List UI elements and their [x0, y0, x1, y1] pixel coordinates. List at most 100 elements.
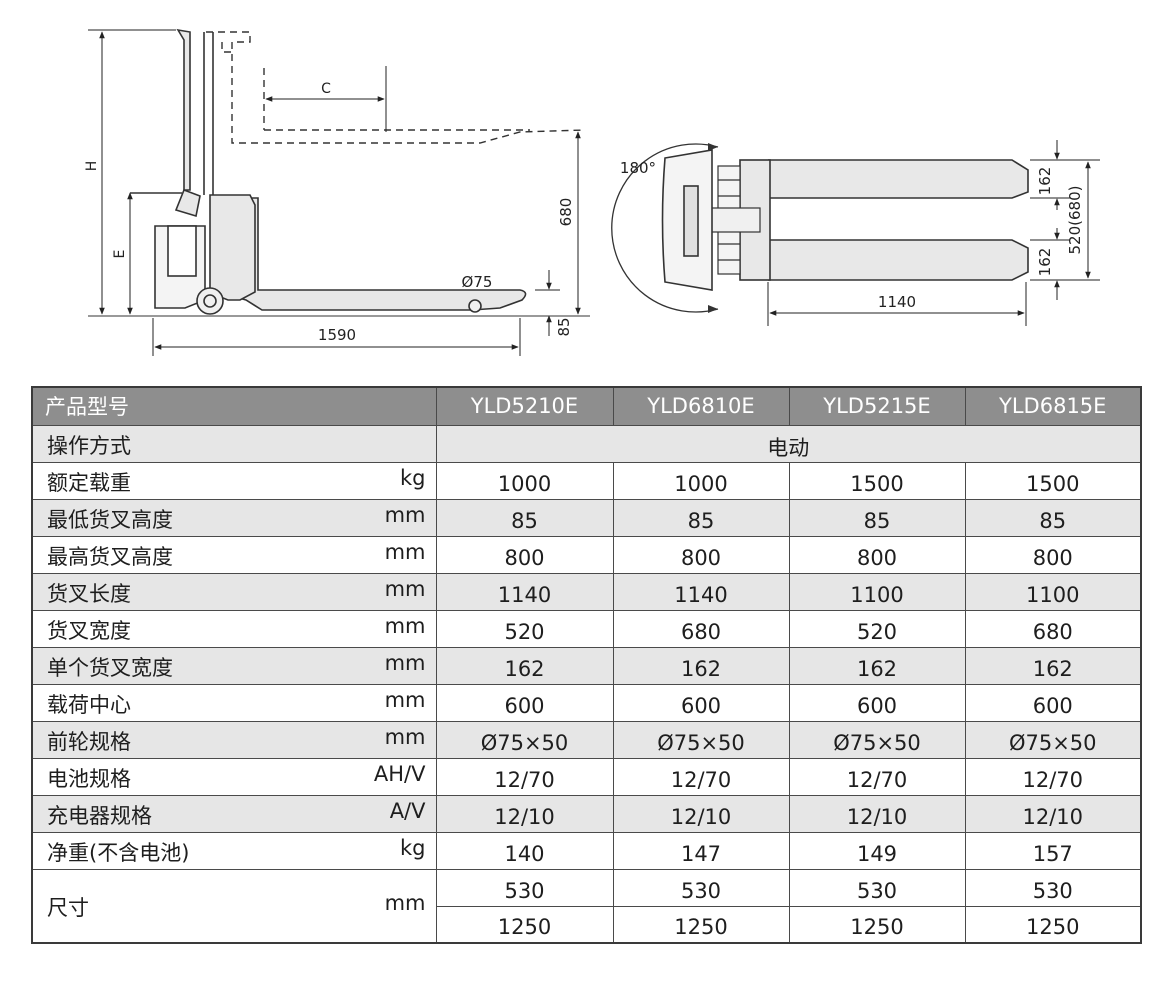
- row-unit: mm: [384, 576, 426, 601]
- value-cell: 85: [964, 498, 1142, 537]
- value-cell: 162: [612, 646, 790, 685]
- table-row: 单个货叉宽度 mm 162 162 162 162: [31, 646, 1142, 685]
- row-label: 尺寸: [47, 895, 89, 920]
- value-cell: 600: [435, 683, 614, 722]
- row-unit: mm: [384, 613, 426, 638]
- dim-85-label: 85: [555, 317, 573, 336]
- value-cell: 162: [964, 646, 1142, 685]
- row-label-cell: 充电器规格 A/V: [31, 794, 437, 833]
- value-cell: 157: [964, 831, 1142, 870]
- value-cell: 800: [788, 535, 966, 574]
- spec-table: 产品型号 YLD5210E YLD6810E YLD5215E YLD6815E…: [31, 386, 1142, 944]
- technical-drawing: H E C 680 Ø75 85 1590: [84, 28, 1100, 356]
- row-unit: mm: [384, 502, 426, 527]
- header-label: 产品型号: [31, 386, 437, 426]
- value-cell: Ø75×50: [435, 720, 614, 759]
- row-label-cell: 最低货叉高度 mm: [31, 498, 437, 537]
- table-row: 充电器规格 A/V 12/10 12/10 12/10 12/10: [31, 794, 1142, 833]
- row-label: 最低货叉高度: [47, 507, 173, 532]
- row-label-cell: 货叉宽度 mm: [31, 609, 437, 648]
- dim-1590-label: 1590: [318, 326, 356, 344]
- value-cell: 162: [435, 646, 614, 685]
- row-label: 操作方式: [47, 433, 131, 458]
- dim-1140-label: 1140: [878, 293, 916, 311]
- dim-162-top-label: 162: [1036, 167, 1054, 196]
- table-row: 货叉长度 mm 1140 1140 1100 1100: [31, 572, 1142, 611]
- row-label: 充电器规格: [47, 803, 152, 828]
- table-row: 电池规格 AH/V 12/70 12/70 12/70 12/70: [31, 757, 1142, 796]
- table-row: 载荷中心 mm 600 600 600 600: [31, 683, 1142, 722]
- table-row: 最低货叉高度 mm 85 85 85 85: [31, 498, 1142, 537]
- operation-value: 电动: [435, 424, 1142, 463]
- table-header-row: 产品型号 YLD5210E YLD6810E YLD5215E YLD6815E: [31, 386, 1142, 426]
- value-cell: 85: [435, 498, 614, 537]
- value-cell: 1250: [964, 905, 1142, 944]
- model-header: YLD5215E: [788, 386, 966, 426]
- row-label-cell: 前轮规格 mm: [31, 720, 437, 759]
- value-cell: Ø75×50: [964, 720, 1142, 759]
- dim-e-label: E: [112, 250, 128, 259]
- model-header: YLD5210E: [435, 386, 614, 426]
- row-label-cell: 尺寸 mm: [31, 868, 437, 944]
- row-unit: A/V: [389, 798, 426, 823]
- value-cell: 85: [788, 498, 966, 537]
- dim-width-label: 520(680): [1066, 186, 1084, 255]
- row-unit: mm: [384, 539, 426, 564]
- row-label-cell: 载荷中心 mm: [31, 683, 437, 722]
- value-cell: 1100: [788, 572, 966, 611]
- model-header: YLD6815E: [964, 386, 1142, 426]
- value-cell: 1500: [788, 461, 966, 500]
- row-label-cell: 额定载重 kg: [31, 461, 437, 500]
- value-cell: 600: [964, 683, 1142, 722]
- value-cell: 530: [788, 868, 966, 907]
- row-label: 单个货叉宽度: [47, 655, 173, 680]
- value-cell: 530: [964, 868, 1142, 907]
- value-cell: 530: [612, 868, 790, 907]
- value-cell: 800: [435, 535, 614, 574]
- row-label: 最高货叉高度: [47, 544, 173, 569]
- value-cell: 1140: [435, 572, 614, 611]
- table-row: 额定载重 kg 1000 1000 1500 1500: [31, 461, 1142, 500]
- row-label-cell: 单个货叉宽度 mm: [31, 646, 437, 685]
- row-label: 货叉宽度: [47, 618, 131, 643]
- value-cell: 140: [435, 831, 614, 870]
- value-cell: 1000: [435, 461, 614, 500]
- value-cell: Ø75×50: [612, 720, 790, 759]
- value-cell: 1500: [964, 461, 1142, 500]
- value-cell: 1250: [612, 905, 790, 944]
- value-cell: 12/10: [612, 794, 790, 833]
- value-cell: 530: [435, 868, 614, 907]
- value-cell: 800: [964, 535, 1142, 574]
- value-cell: 680: [612, 609, 790, 648]
- row-label: 货叉长度: [47, 581, 131, 606]
- dim-680-label: 680: [557, 198, 575, 227]
- value-cell: 800: [612, 535, 790, 574]
- value-cell: 12/10: [964, 794, 1142, 833]
- value-cell: 12/70: [435, 757, 614, 796]
- row-unit: AH/V: [373, 761, 426, 786]
- row-label: 载荷中心: [47, 692, 131, 717]
- value-cell: 1000: [612, 461, 790, 500]
- row-label: 净重(不含电池): [47, 840, 190, 865]
- value-cell: 520: [435, 609, 614, 648]
- value-cell: 85: [612, 498, 790, 537]
- row-unit: mm: [384, 687, 426, 712]
- row-unit: mm: [384, 650, 426, 675]
- model-header: YLD6810E: [612, 386, 790, 426]
- table-row: 前轮规格 mm Ø75×50 Ø75×50 Ø75×50 Ø75×50: [31, 720, 1142, 759]
- value-cell: 149: [788, 831, 966, 870]
- value-cell: 520: [788, 609, 966, 648]
- dim-h-label: H: [84, 161, 100, 172]
- value-cell: 12/70: [612, 757, 790, 796]
- side-view-dimensions: [88, 29, 581, 356]
- value-cell: 12/70: [788, 757, 966, 796]
- row-label-cell: 最高货叉高度 mm: [31, 535, 437, 574]
- row-unit: mm: [384, 890, 426, 915]
- top-view-drawing: [611, 143, 1029, 313]
- dim-wheel-label: Ø75: [462, 273, 493, 291]
- value-cell: 1250: [435, 905, 614, 944]
- value-cell: 12/10: [435, 794, 614, 833]
- table-row: 净重(不含电池) kg 140 147 149 157: [31, 831, 1142, 870]
- value-cell: 147: [612, 831, 790, 870]
